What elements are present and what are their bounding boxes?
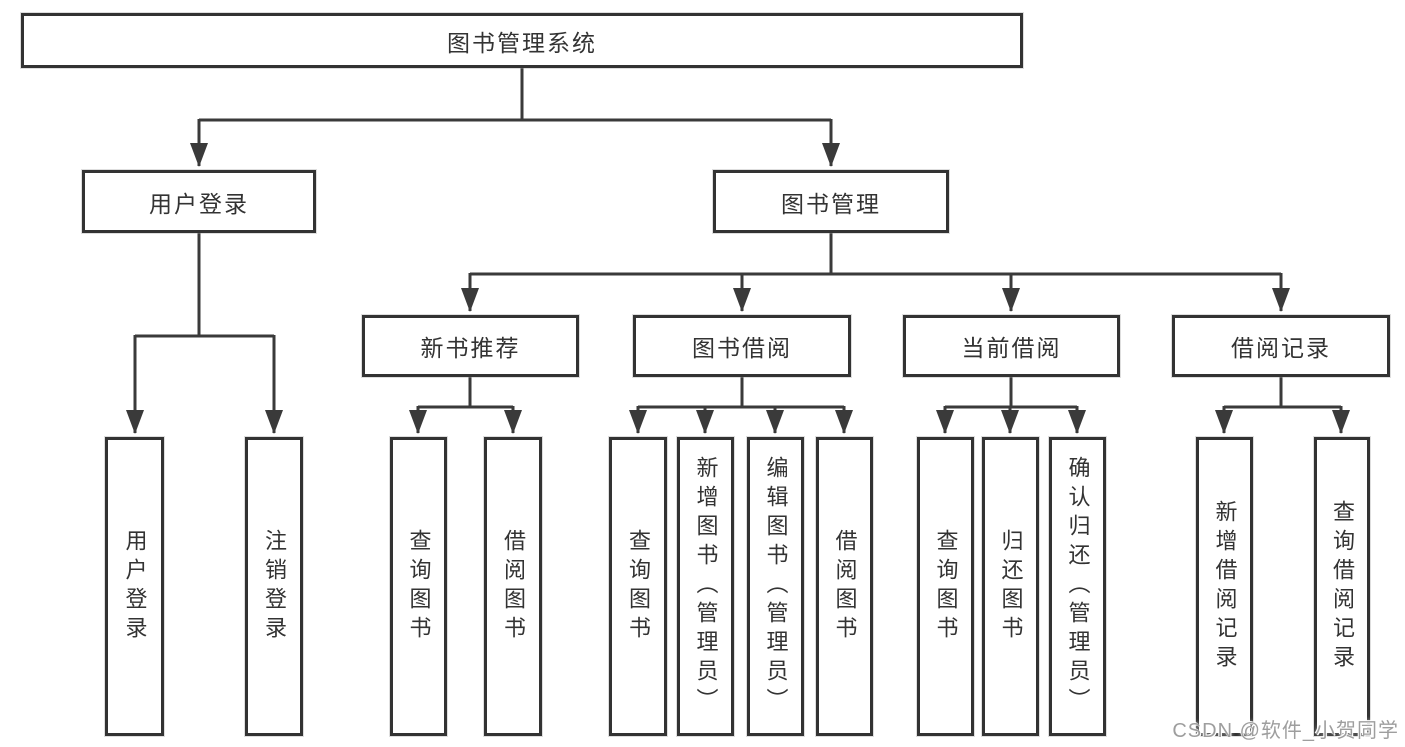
leaf-add-borrow-record: 新增借阅记录 xyxy=(1196,437,1253,736)
node-label: 新书推荐 xyxy=(420,335,521,361)
node-library-management-system: 图书管理系统 xyxy=(21,13,1023,68)
node-label: 图书管理系统 xyxy=(447,29,597,56)
node-label: 查询图书 xyxy=(626,528,651,645)
node-borrowing-records: 借阅记录 xyxy=(1172,315,1390,377)
leaf-user-login: 用户登录 xyxy=(105,437,164,736)
node-label: 借阅记录 xyxy=(1231,335,1331,361)
leaf-confirm-return-admin: 确认归还（管理员） xyxy=(1049,437,1106,736)
node-book-borrowing: 图书借阅 xyxy=(633,315,851,377)
node-label: 借阅图书 xyxy=(832,528,858,645)
node-label: 图书管理 xyxy=(781,190,881,217)
node-label: 查询借阅记录 xyxy=(1330,499,1355,674)
node-label: 图书借阅 xyxy=(692,335,792,361)
node-label: 查询图书 xyxy=(933,528,959,645)
node-label: 新增图书（管理员） xyxy=(693,456,719,717)
node-label: 注销登录 xyxy=(262,528,287,645)
leaf-add-book-admin: 新增图书（管理员） xyxy=(677,437,734,736)
leaf-logout: 注销登录 xyxy=(245,437,303,736)
leaf-query-books-current: 查询图书 xyxy=(917,437,974,736)
node-label: 用户登录 xyxy=(149,190,249,217)
leaf-borrow-books-recommend: 借阅图书 xyxy=(484,437,542,736)
leaf-query-books-recommend: 查询图书 xyxy=(390,437,447,736)
node-label: 确认归还（管理员） xyxy=(1065,456,1091,717)
leaf-borrow-books-borrowing: 借阅图书 xyxy=(816,437,873,736)
leaf-query-books-borrowing: 查询图书 xyxy=(609,437,667,736)
node-user-login: 用户登录 xyxy=(82,170,316,233)
node-label: 借阅图书 xyxy=(501,528,526,645)
leaf-edit-book-admin: 编辑图书（管理员） xyxy=(747,437,804,736)
node-label: 查询图书 xyxy=(406,528,432,645)
node-current-borrowing: 当前借阅 xyxy=(903,315,1120,377)
node-label: 新增借阅记录 xyxy=(1212,499,1238,674)
node-label: 编辑图书（管理员） xyxy=(763,456,789,717)
node-book-management: 图书管理 xyxy=(713,170,949,233)
node-label: 归还图书 xyxy=(998,528,1024,645)
node-label: 用户登录 xyxy=(122,528,148,645)
leaf-query-borrow-record: 查询借阅记录 xyxy=(1314,437,1370,736)
leaf-return-book: 归还图书 xyxy=(982,437,1039,736)
csdn-watermark: CSDN @软件_小贺同学 xyxy=(1172,720,1399,742)
node-label: 当前借阅 xyxy=(961,335,1062,361)
node-new-book-recommendation: 新书推荐 xyxy=(362,315,579,377)
